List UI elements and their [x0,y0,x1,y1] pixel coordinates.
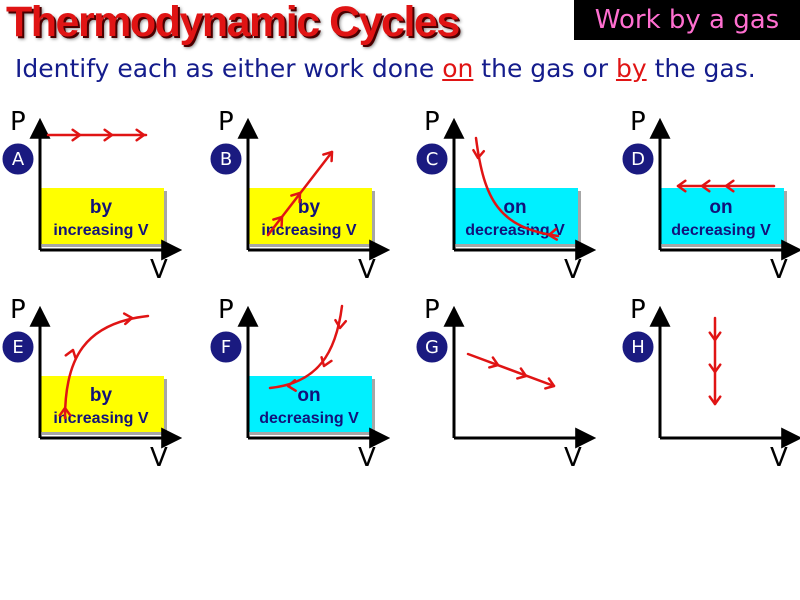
volume-axis-label: V [564,443,582,473]
volume-axis-label: V [770,255,788,285]
answer-box [39,376,164,432]
arrowhead [708,331,722,342]
volume-axis-label: V [150,443,168,473]
arrowhead [472,148,486,160]
diagram-letter: C [426,149,439,170]
answer-label: on [297,385,320,406]
arrowhead [516,367,528,380]
arrowhead [724,179,735,193]
volume-axis-label: V [358,443,376,473]
pressure-axis-label: P [424,107,440,137]
answer-reason: decreasing V [259,410,359,427]
topic-label: Work by a gas [574,0,800,40]
diagram-letter-badge [415,142,449,176]
arrowhead [334,318,348,330]
pv-diagram-e: by increasing V P V E [1,295,183,473]
pressure-axis-label: P [630,295,646,325]
keyword-on: on [442,54,474,83]
arrowhead [103,128,114,142]
process-path [63,314,150,420]
pv-diagram-d: on decreasing V P V D [621,107,800,285]
arrowhead [135,128,146,142]
answer-label: on [503,197,526,218]
instruction-text: Identify each as either work done on the… [15,54,756,83]
arrowhead [676,179,687,193]
answer-box [659,188,784,244]
diagram-letter-badge [1,142,35,176]
instruction-part-3: the gas. [646,54,756,83]
diagram-letter-badge [209,142,243,176]
diagram-letter-badge [1,330,35,364]
answer-label: by [90,385,113,406]
pressure-axis-label: P [218,295,234,325]
diagram-letter: G [425,337,439,358]
arrowhead [322,150,334,163]
volume-axis-label: V [770,443,788,473]
arrowhead [286,379,297,392]
answer-label: by [298,197,321,218]
arrowhead [700,179,711,193]
volume-axis-label: V [150,255,168,285]
answer-reason: increasing V [53,410,148,427]
pressure-axis-label: P [218,107,234,137]
instruction-part-2: the gas or [473,54,616,83]
diagram-letter-badge [415,330,449,364]
arrowhead [320,356,333,368]
pv-diagram-a: by increasing V P V A [1,107,183,285]
diagram-letter: H [631,337,645,358]
diagram-letter: E [12,337,23,358]
diagram-letter-badge [621,330,655,364]
arrowhead [290,191,302,204]
arrowhead [488,356,500,369]
diagram-letter: B [220,149,232,170]
answer-label: by [90,197,113,218]
arrowhead [708,363,722,374]
arrowhead [122,312,134,326]
diagram-letter: F [221,337,231,358]
pv-diagram-g: P V G [415,295,597,473]
slide-title: Thermodynamic Cycles [6,0,460,46]
answer-reason: increasing V [261,222,356,239]
pressure-axis-label: P [10,107,26,137]
diagram-letter: D [631,149,645,170]
answer-reason: decreasing V [465,222,565,239]
process-path [268,304,344,390]
answer-box [247,376,372,432]
answer-reason: increasing V [53,222,148,239]
pv-diagram-c: on decreasing V P V C [415,107,597,285]
diagram-letter-badge [209,330,243,364]
pressure-axis-label: P [10,295,26,325]
answer-reason: decreasing V [671,222,771,239]
answer-box [39,188,164,244]
pv-diagram-f: on decreasing V P V F [209,295,391,473]
arrowhead [708,395,722,406]
arrowhead [272,215,284,228]
pressure-axis-label: P [630,107,646,137]
arrowhead [58,406,72,417]
pv-diagram-h: P V H [621,295,800,473]
arrowhead [544,377,556,390]
pv-diagram-b: by increasing V P V B [209,107,391,285]
pressure-axis-label: P [424,295,440,325]
volume-axis-label: V [358,255,376,285]
arrowhead [71,128,82,142]
keyword-by: by [615,54,647,83]
diagram-letter-badge [621,142,655,176]
process-path [466,352,556,388]
arrowhead [64,348,77,360]
arrowhead [547,227,559,241]
answer-label: on [709,197,732,218]
diagram-letter: A [12,149,25,170]
volume-axis-label: V [564,255,582,285]
instruction-part-1: Identify each as either work done [15,54,443,83]
